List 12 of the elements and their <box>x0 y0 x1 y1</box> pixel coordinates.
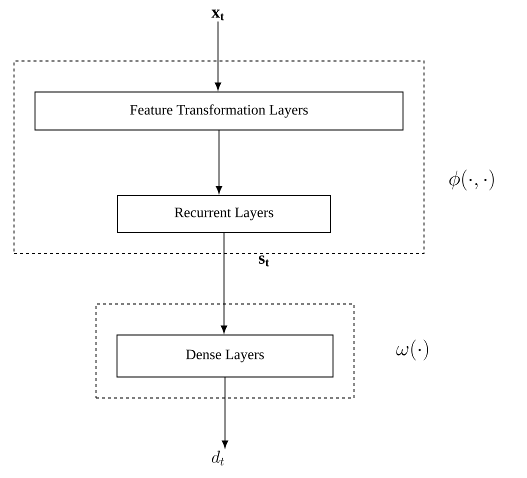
variable-label: $\mathbf{x_t}$ <box>212 10 224 20</box>
arrow <box>214 21 222 90</box>
arrow <box>220 232 228 334</box>
variable-label: $d_t$ <box>212 450 224 466</box>
group-label: $\phi(\cdot,\cdot)$ <box>449 170 494 190</box>
arrow <box>216 130 222 194</box>
layer-box: Feature Transformation Layers <box>34 92 404 130</box>
arrow <box>222 377 228 448</box>
layer-box: Dense Layers <box>116 334 334 378</box>
group-label: $\omega(\cdot)$ <box>396 340 428 360</box>
edge-label: $\mathbf{s_t}$ <box>257 254 271 268</box>
layer-box: Recurrent Layers <box>117 195 331 233</box>
